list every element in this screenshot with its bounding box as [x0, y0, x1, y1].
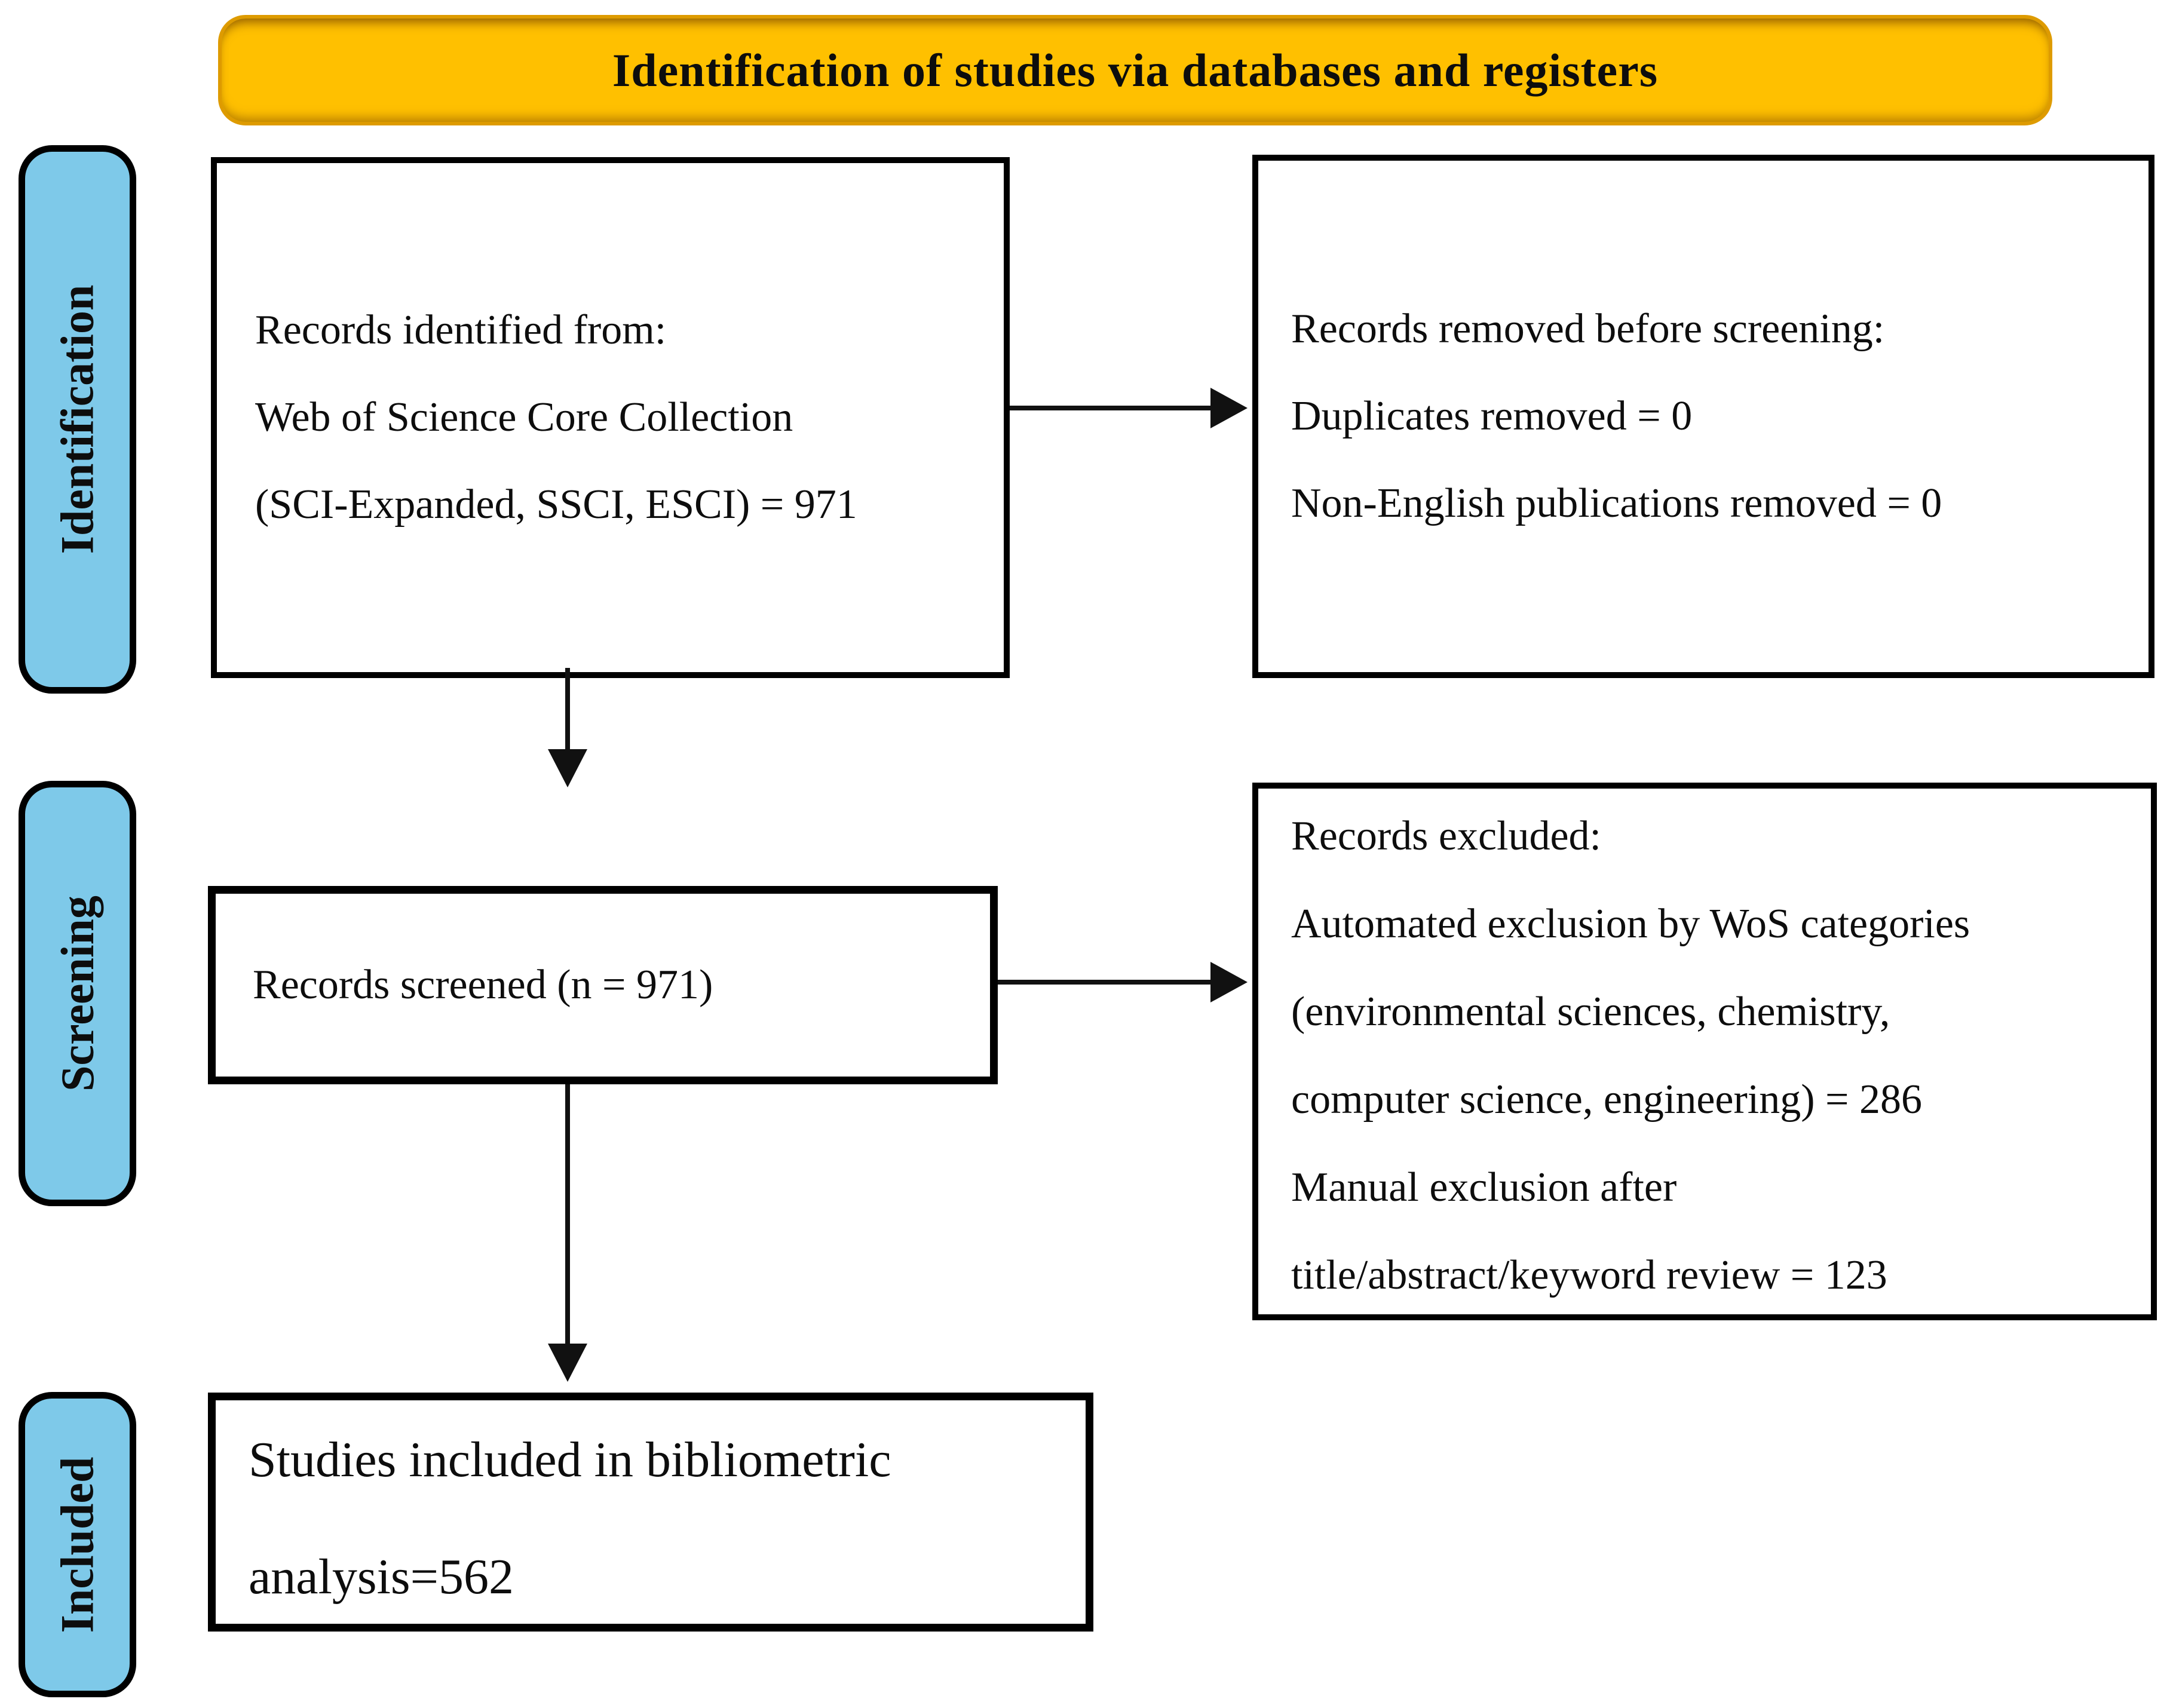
records-screened-line: Records screened (n = 971): [253, 962, 713, 1008]
records-excluded-line: Records excluded:: [1291, 813, 1601, 859]
stage-label-screening: Screening: [19, 781, 136, 1206]
stage-label-included-text: Included: [51, 1456, 103, 1633]
records-excluded-line: computer science, engineering) = 286: [1291, 1077, 1923, 1123]
records-removed-line: Non-English publications removed = 0: [1291, 480, 1942, 526]
stage-label-screening-text: Screening: [51, 896, 103, 1091]
records-removed-line: Duplicates removed = 0: [1291, 393, 1693, 439]
records-excluded-line: Automated exclusion by WoS categories: [1291, 901, 1970, 947]
arrow-line: [998, 980, 1215, 985]
stage-label-included: Included: [19, 1392, 136, 1697]
stage-label-identification: Identification: [19, 145, 136, 694]
arrow-line: [565, 668, 570, 752]
records-removed-line: Records removed before screening:: [1291, 306, 1885, 352]
arrowhead-right-icon: [1210, 962, 1248, 1002]
records-identified-line: Records identified from:: [255, 307, 667, 353]
banner: Identification of studies via databases …: [218, 15, 2052, 125]
banner-title: Identification of studies via databases …: [612, 44, 1659, 96]
arrowhead-down-icon: [548, 1344, 587, 1382]
stage-label-identification-text: Identification: [51, 284, 103, 554]
records-excluded-line: Manual exclusion after: [1291, 1164, 1677, 1210]
records-excluded-line: title/abstract/keyword review = 123: [1291, 1252, 1887, 1298]
arrowhead-right-icon: [1210, 388, 1248, 428]
records-identified-line: Web of Science Core Collection: [255, 394, 793, 440]
arrow-line: [1010, 406, 1215, 410]
box-studies-included: Studies included in bibliometric analysi…: [208, 1393, 1093, 1632]
box-records-screened: Records screened (n = 971): [208, 886, 998, 1084]
box-records-removed: Records removed before screening: Duplic…: [1252, 155, 2154, 678]
records-identified-line: (SCI-Expanded, SSCI, ESCI) = 971: [255, 482, 857, 528]
arrowhead-down-icon: [548, 749, 587, 787]
records-excluded-line: (environmental sciences, chemistry,: [1291, 989, 1890, 1035]
box-records-excluded: Records excluded: Automated exclusion by…: [1252, 783, 2157, 1320]
studies-included-line: Studies included in bibliometric: [249, 1432, 891, 1488]
studies-included-line: analysis=562: [249, 1549, 514, 1605]
box-records-identified: Records identified from: Web of Science …: [211, 157, 1010, 678]
arrow-line: [565, 1084, 570, 1346]
